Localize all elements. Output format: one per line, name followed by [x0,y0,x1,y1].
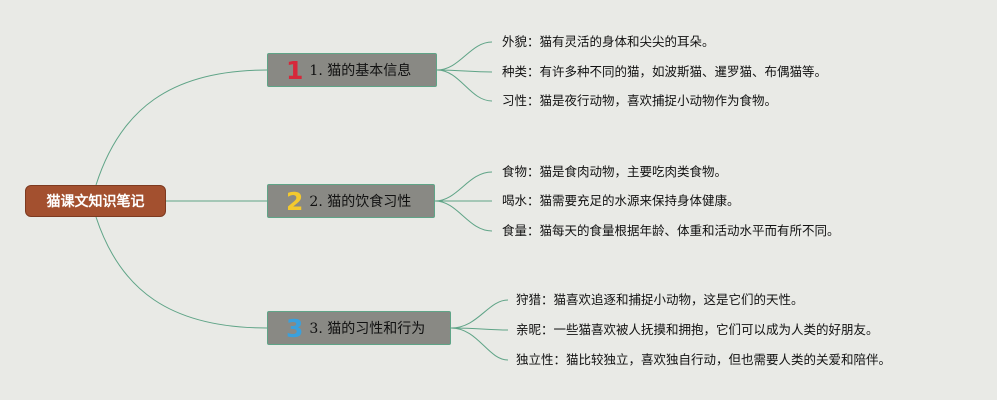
number-3-icon: 3 [286,313,304,343]
branch-topic-basic-info[interactable]: 1 1. 猫的基本信息 [267,53,437,87]
connector-b3-leaf-1 [450,299,509,329]
leaf-breeds[interactable]: 种类：有许多种不同的猫，如波斯猫、暹罗猫、布偶猫等。 [502,64,828,79]
connector-b3-leaf-3 [450,327,509,361]
leaf-hunting[interactable]: 狩猎：猫喜欢追逐和捕捉小动物，这是它们的天性。 [516,292,804,307]
leaf-appearance[interactable]: 外貌：猫有灵活的身体和尖尖的耳朵。 [502,34,715,49]
number-2-icon: 2 [286,186,304,216]
leaf-affection[interactable]: 亲昵：一些猫喜欢被人抚摸和拥抱，它们可以成为人类的好朋友。 [516,322,879,337]
branch-topic-behavior[interactable]: 3 3. 猫的习性和行为 [267,311,451,345]
branch-topic-label: 3. 猫的习性和行为 [309,321,426,337]
branch-topic-label: 1. 猫的基本信息 [309,63,412,79]
root-topic[interactable]: 猫课文知识笔记 [25,185,166,217]
connector-b1-leaf-1 [436,41,493,71]
leaf-independence[interactable]: 独立性：猫比较独立，喜欢独自行动，但也需要人类的关爱和陪伴。 [516,352,892,367]
leaf-food-amount[interactable]: 食量：猫每天的食量根据年龄、体重和活动水平而有所不同。 [502,223,840,238]
connector-b1-leaf-3 [436,69,493,102]
connector-root-branch-3 [95,216,268,329]
branch-topic-diet[interactable]: 2 2. 猫的饮食习性 [267,184,435,218]
leaf-habits[interactable]: 习性：猫是夜行动物，喜欢捕捉小动物作为食物。 [502,93,778,108]
connector-b2-leaf-3 [434,200,493,232]
leaf-water[interactable]: 喝水：猫需要充足的水源来保持身体健康。 [502,193,740,208]
connector-b3-leaf-2 [450,327,509,331]
connector-b1-leaf-2 [436,69,493,73]
number-1-icon: 1 [286,55,304,85]
connector-root-branch-1 [95,69,268,186]
connector-b2-leaf-1 [434,171,493,202]
branch-topic-label: 2. 猫的饮食习性 [309,194,412,210]
root-topic-label: 猫课文知识笔记 [46,194,145,210]
leaf-food[interactable]: 食物：猫是食肉动物，主要吃肉类食物。 [502,164,728,179]
